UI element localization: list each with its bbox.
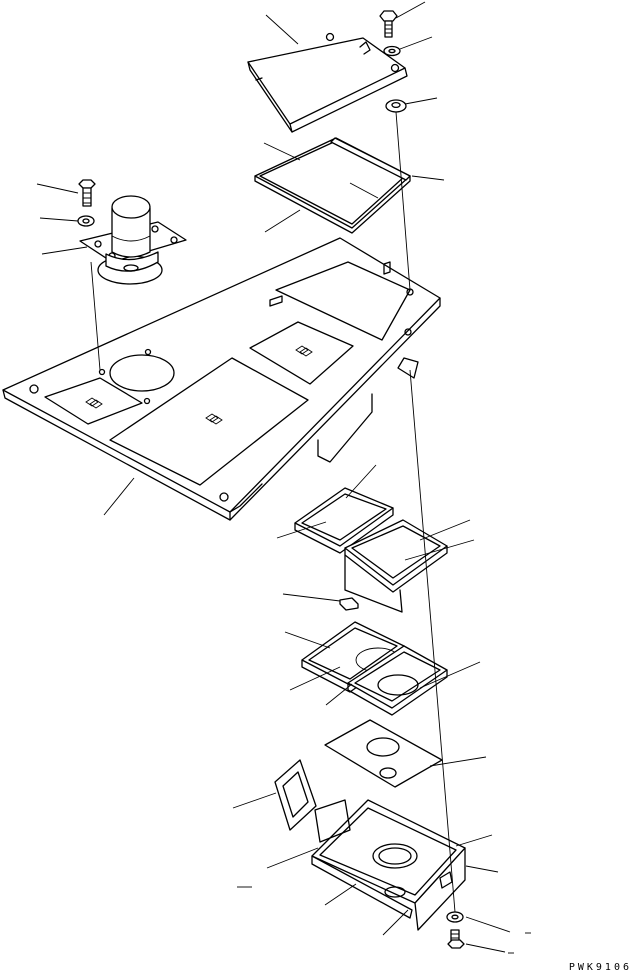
upper-cover (247, 32, 408, 133)
leader-lines (36, 1, 531, 954)
floor-panel (2, 237, 441, 521)
filter-frame-a (294, 487, 394, 554)
washer-left (77, 215, 95, 227)
lower-case (311, 799, 466, 931)
seal-strip (330, 137, 411, 181)
small-gasket (274, 759, 317, 831)
bolt-bottom (447, 929, 465, 949)
filter-frame-b (344, 519, 448, 593)
gasket-sheet (324, 719, 443, 788)
alignment-lines (90, 111, 456, 913)
washer-top (383, 45, 401, 57)
knob-bolt (379, 10, 398, 38)
bolt-left (78, 179, 96, 207)
clip (339, 597, 359, 611)
grommet (385, 99, 407, 113)
drawing-code: PWK9106 (568, 962, 632, 973)
washer-bottom (446, 911, 464, 923)
gasket-frame (254, 137, 411, 234)
filter-sheet-edge (344, 554, 403, 613)
lamp-housing (105, 195, 159, 272)
